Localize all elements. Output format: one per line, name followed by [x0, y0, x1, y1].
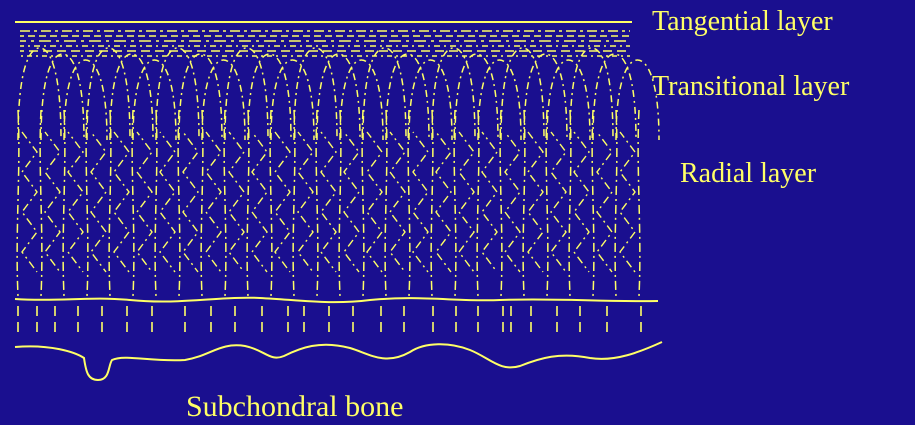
radial-zigzag — [436, 132, 451, 272]
transitional-arc — [524, 54, 567, 140]
transitional-arc — [248, 54, 291, 140]
radial-zigzag — [574, 132, 589, 272]
transitional-arcs — [18, 48, 659, 140]
radial-zigzag — [137, 132, 152, 272]
transitional-arc — [455, 54, 498, 140]
transitional-arc — [179, 54, 222, 140]
transitional-arc — [386, 54, 429, 140]
radial-zigzag — [22, 132, 37, 272]
transitional-arc — [570, 48, 613, 140]
radial-zigzag — [275, 132, 290, 272]
transitional-arc — [317, 54, 360, 140]
transitional-arc — [547, 60, 590, 140]
transitional-arc — [340, 60, 383, 140]
transitional-layer-label: Transitional layer — [652, 73, 849, 101]
radial-zigzag — [459, 132, 474, 272]
transitional-arc — [225, 48, 268, 140]
radial-zigzag — [413, 132, 428, 272]
radial-zigzag — [367, 132, 382, 272]
radial-zigzag — [68, 132, 83, 272]
transitional-arc — [432, 48, 475, 140]
transitional-arc — [409, 60, 452, 140]
radial-zigzag — [298, 132, 313, 272]
subchondral-bone-boundary — [15, 342, 662, 380]
tidemark-line — [15, 298, 658, 302]
radial-zigzag — [551, 132, 566, 272]
radial-zigzag — [597, 132, 612, 272]
radial-zigzag — [206, 132, 221, 272]
radial-zigzag — [321, 132, 336, 272]
radial-zigzag — [183, 132, 198, 272]
transitional-arc — [478, 60, 521, 140]
radial-fibre — [638, 110, 640, 296]
radial-zigzag — [505, 132, 520, 272]
radial-zigzag — [229, 132, 244, 272]
tangential-layer-label: Tangential layer — [652, 8, 833, 36]
transitional-arc — [64, 60, 107, 140]
transitional-arc — [41, 54, 84, 140]
tangential-fibres — [20, 31, 630, 56]
transitional-arc — [18, 48, 61, 140]
radial-zigzag — [91, 132, 106, 272]
transitional-arc — [87, 48, 130, 140]
radial-zigzag — [528, 132, 543, 272]
radial-zigzag — [390, 132, 405, 272]
transitional-arc — [363, 48, 406, 140]
transitional-arc — [501, 48, 544, 140]
radial-zigzag — [45, 132, 60, 272]
transitional-arc — [593, 54, 636, 140]
radial-zigzag — [114, 132, 129, 272]
subchondral-bone-label: Subchondral bone — [186, 392, 403, 422]
radial-zigzag — [344, 132, 359, 272]
transitional-arc — [133, 60, 176, 140]
calcified-zone-dashes — [18, 306, 641, 332]
radial-zigzags — [22, 132, 635, 272]
radial-zigzag — [160, 132, 175, 272]
transitional-arc — [271, 60, 314, 140]
radial-layer-label: Radial layer — [680, 160, 816, 188]
radial-zigzag — [620, 132, 635, 272]
radial-zigzag — [482, 132, 497, 272]
transitional-arc — [156, 48, 199, 140]
transitional-arc — [202, 60, 245, 140]
transitional-arc — [110, 54, 153, 140]
transitional-arc — [294, 48, 337, 140]
radial-zigzag — [252, 132, 267, 272]
